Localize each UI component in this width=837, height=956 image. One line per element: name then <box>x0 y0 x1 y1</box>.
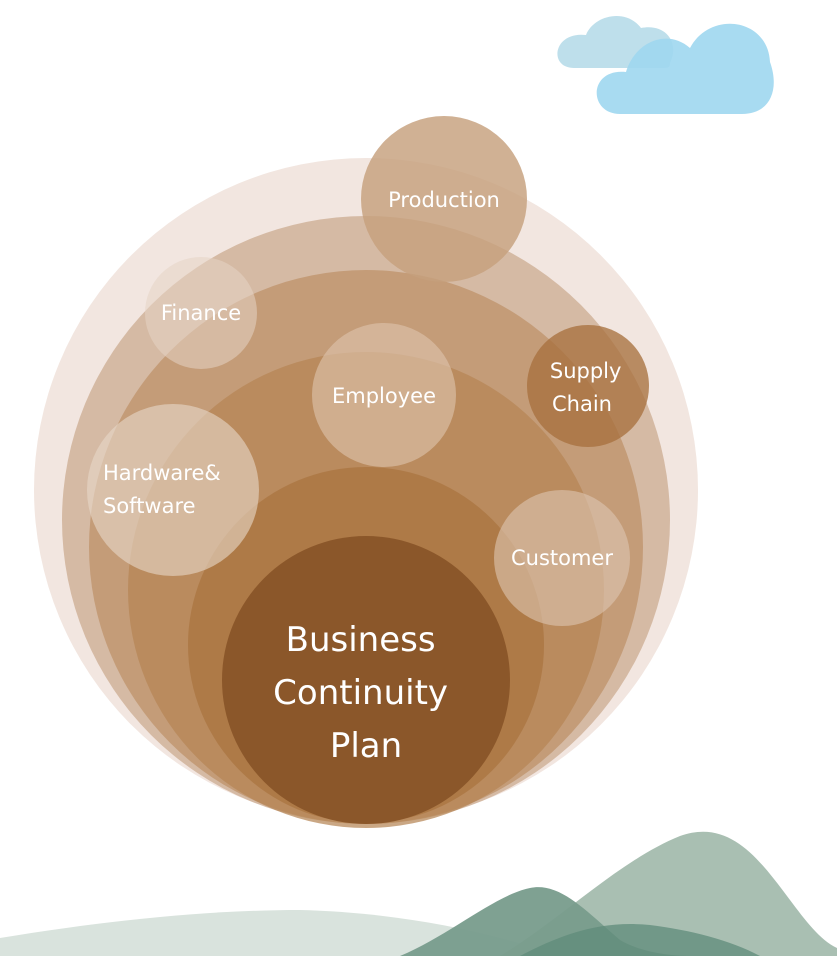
bubble-supply-chain-label-2: Chain <box>552 392 612 416</box>
bubble-supply-chain: Supply Chain <box>527 325 649 447</box>
bubble-production: Production <box>361 116 527 282</box>
bubble-hardware-label-1: Hardware& <box>103 461 221 485</box>
bubble-supply-chain-label-1: Supply <box>550 359 622 383</box>
svg-text:Production: Production <box>388 188 500 212</box>
bubble-hardware-software: Hardware& Software <box>87 404 259 576</box>
bubble-customer-label: Customer <box>511 546 613 570</box>
svg-text:Finance: Finance <box>161 301 241 325</box>
svg-text:Hardware& Software: Hardware& Software <box>103 461 227 518</box>
bubble-employee: Employee <box>312 323 456 467</box>
bubble-employee-label: Employee <box>332 384 436 408</box>
bubble-customer: Customer <box>494 490 630 626</box>
cloud-decoration <box>557 16 774 114</box>
bubble-finance-label: Finance <box>161 301 241 325</box>
bubble-finance: Finance <box>145 257 257 369</box>
bubble-production-label: Production <box>388 188 500 212</box>
core-circle: Business Continuity Plan <box>222 536 510 824</box>
svg-text:Employee: Employee <box>332 384 436 408</box>
svg-text:Customer: Customer <box>511 546 613 570</box>
bubble-group: Production Finance Employee Supply Chain <box>87 116 649 626</box>
core-label-line-3: Plan <box>330 726 402 766</box>
core-label-line-1: Business <box>286 620 436 660</box>
svg-text:Business Continuity: Business Continuity Plan <box>273 620 459 766</box>
hill-overlap <box>520 924 760 956</box>
core-label-line-2: Continuity <box>273 673 448 713</box>
cloud-front-shape <box>596 23 774 114</box>
bubble-hardware-label-2: Software <box>103 494 196 518</box>
hill-light <box>0 910 560 956</box>
svg-text:Supply Chain: Supply Chain <box>550 359 628 416</box>
hills-decoration <box>0 831 837 956</box>
